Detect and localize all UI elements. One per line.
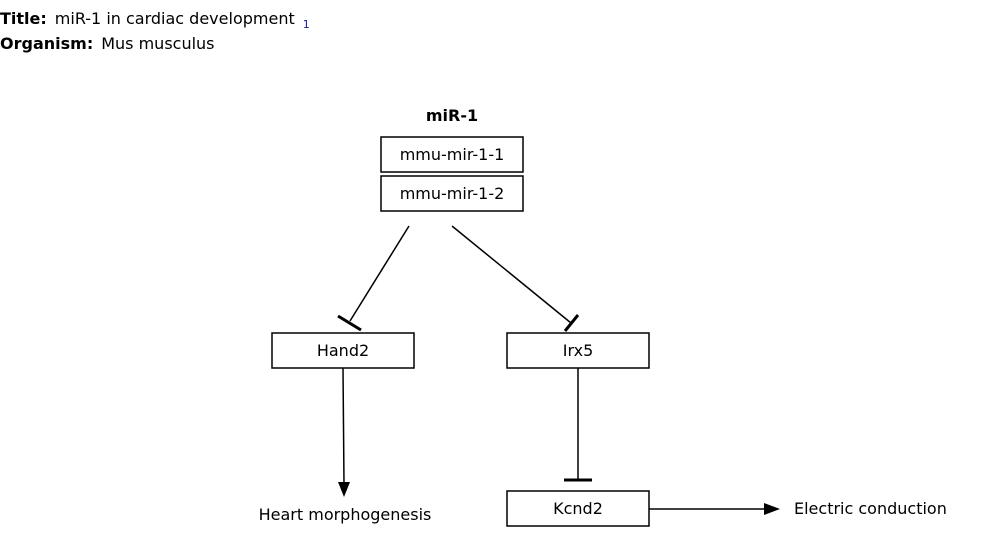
hand2-node[interactable]: [271, 332, 415, 369]
electric-conduction-label: Electric conduction: [794, 499, 947, 518]
edge-mir1-inhibits-irx5: [451, 225, 580, 332]
hand2-label: Hand2: [317, 341, 369, 360]
title-row: Title: miR-1 in cardiac development 1: [0, 9, 310, 35]
title-key: Title:: [0, 9, 47, 28]
edge-hand2-activates-heart-morphogenesis: [338, 367, 350, 497]
mmu-mir-1-1-label: mmu-mir-1-1: [400, 145, 505, 164]
heart-morphogenesis-label: Heart morphogenesis: [259, 505, 432, 524]
edge-kcnd2-activates-electric-conduction: [649, 503, 780, 515]
kcnd2-node[interactable]: [506, 490, 650, 527]
organism-key: Organism:: [0, 34, 94, 53]
kcnd2-label: Kcnd2: [553, 499, 603, 518]
irx5-label: Irx5: [563, 341, 594, 360]
reference-link[interactable]: 1: [302, 18, 310, 31]
organism-value: Mus musculus: [101, 34, 215, 53]
mmu-mir-1-2-label: mmu-mir-1-2: [400, 184, 505, 203]
title-value: miR-1 in cardiac development: [54, 9, 295, 28]
mmu-mir-1-1-node[interactable]: [380, 136, 524, 173]
mmu-mir-1-2-node[interactable]: [380, 175, 524, 212]
edge-irx5-inhibits-kcnd2: [564, 368, 592, 482]
mir1-group-label: miR-1: [426, 106, 478, 125]
organism-row: Organism: Mus musculus: [0, 34, 215, 54]
edge-mir1-inhibits-hand2: [337, 225, 410, 332]
